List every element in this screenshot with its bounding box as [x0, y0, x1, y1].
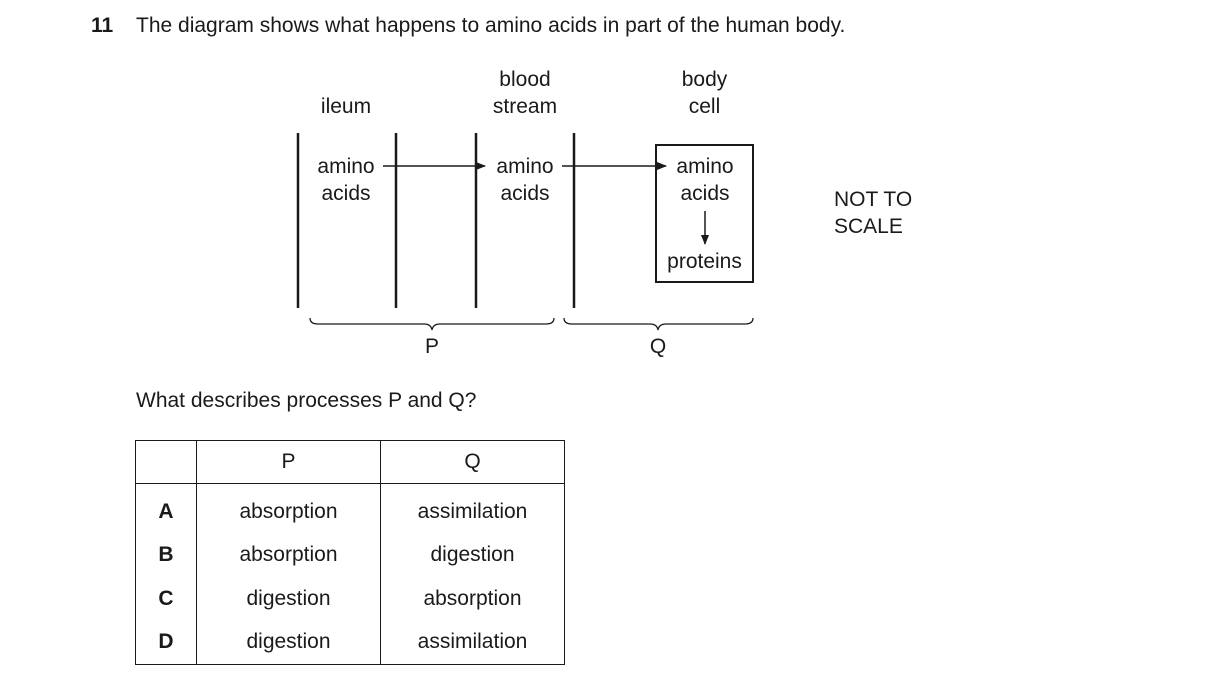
option-letter: A [135, 483, 197, 534]
question-number: 11 [91, 14, 114, 37]
table-header-row: P Q [135, 440, 565, 484]
body-cell-box [655, 144, 754, 283]
option-q-value: digestion [380, 533, 565, 577]
body-cell-label: body cell [656, 66, 753, 120]
ileum-label: ileum [320, 95, 372, 118]
option-p-value: digestion [196, 577, 381, 621]
brace-p [309, 317, 555, 331]
blood-stream-label: blood stream [476, 66, 574, 120]
cell-amino-acids: amino acids [665, 153, 745, 207]
blood-stream-label-line2: stream [492, 95, 558, 118]
option-q-value: assimilation [380, 620, 565, 665]
not-to-scale-line2: SCALE [834, 215, 903, 238]
table-row[interactable]: B absorption digestion [135, 533, 565, 577]
blood-amino-line2: acids [500, 182, 550, 205]
not-to-scale-line1: NOT TO [834, 188, 913, 211]
header-p-cell: P [196, 440, 381, 484]
header-empty-cell [135, 440, 197, 484]
option-p-value: absorption [196, 533, 381, 577]
table-row[interactable]: A absorption assimilation [135, 483, 565, 534]
ileum-amino-acids: amino acids [306, 153, 386, 207]
ileum-amino-line2: acids [321, 182, 371, 205]
question-prompt: What describes processes P and Q? [136, 389, 477, 412]
cell-amino-line2: acids [680, 182, 730, 205]
cell-amino-line1: amino [676, 155, 734, 178]
process-p-label: P [424, 335, 439, 358]
brace-q [563, 317, 754, 331]
option-p-value: absorption [196, 483, 381, 534]
answer-options-table: P Q A absorption assimilation B absorpti… [135, 440, 565, 665]
body-cell-label-line2: cell [688, 95, 721, 118]
proteins-label: proteins [667, 250, 742, 273]
option-letter: C [135, 577, 197, 621]
blood-stream-label-line1: blood [499, 68, 551, 91]
ileum-amino-line1: amino [317, 155, 375, 178]
table-row[interactable]: D digestion assimilation [135, 620, 565, 665]
not-to-scale-note: NOT TO SCALE [834, 186, 912, 240]
question-text: The diagram shows what happens to amino … [136, 14, 846, 37]
blood-amino-acids: amino acids [485, 153, 565, 207]
option-p-value: digestion [196, 620, 381, 665]
body-cell-label-line1: body [681, 68, 728, 91]
process-q-label: Q [649, 335, 667, 358]
option-q-value: absorption [380, 577, 565, 621]
option-letter: B [135, 533, 197, 577]
option-letter: D [135, 620, 197, 665]
blood-amino-line1: amino [496, 155, 554, 178]
table-row[interactable]: C digestion absorption [135, 577, 565, 621]
option-q-value: assimilation [380, 483, 565, 534]
header-q-cell: Q [380, 440, 565, 484]
